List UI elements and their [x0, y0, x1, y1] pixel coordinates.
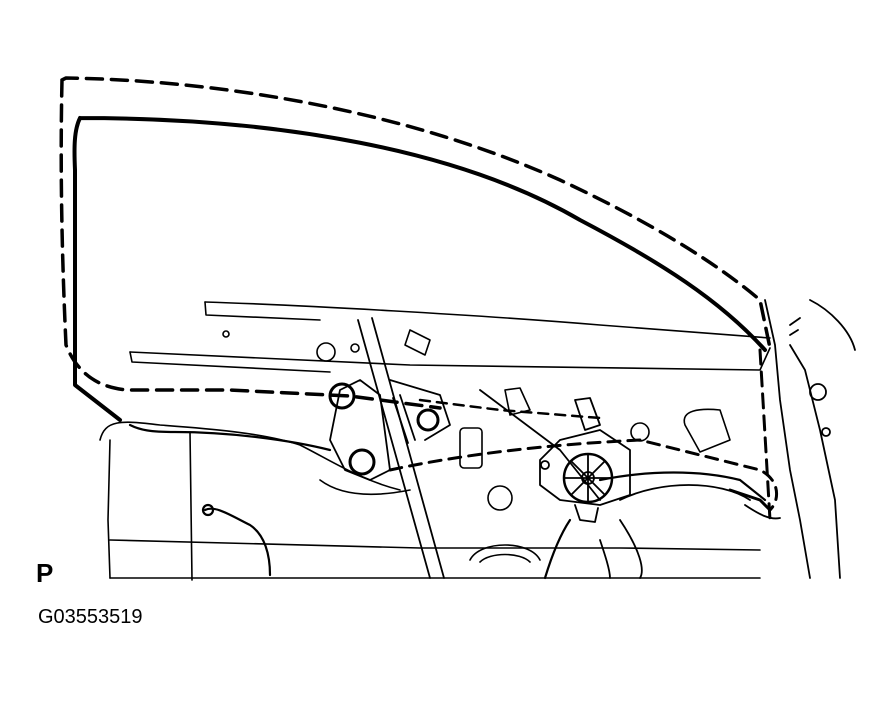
door-lower-opening — [599, 484, 751, 579]
view-letter-label: P — [36, 558, 54, 588]
figure-id-label: G03553519 — [38, 606, 143, 628]
regulator-cable-2 — [418, 398, 602, 420]
panel-holes — [222, 329, 731, 563]
regulator-rail — [328, 317, 451, 579]
glass-closed-outline — [72, 116, 767, 422]
window-motor — [539, 397, 631, 523]
wire-harness — [128, 423, 767, 580]
regulator-cable — [388, 438, 779, 512]
glass-raised-outline — [59, 76, 772, 410]
door-frame-right — [728, 299, 856, 579]
door-inner-panel — [99, 301, 771, 581]
